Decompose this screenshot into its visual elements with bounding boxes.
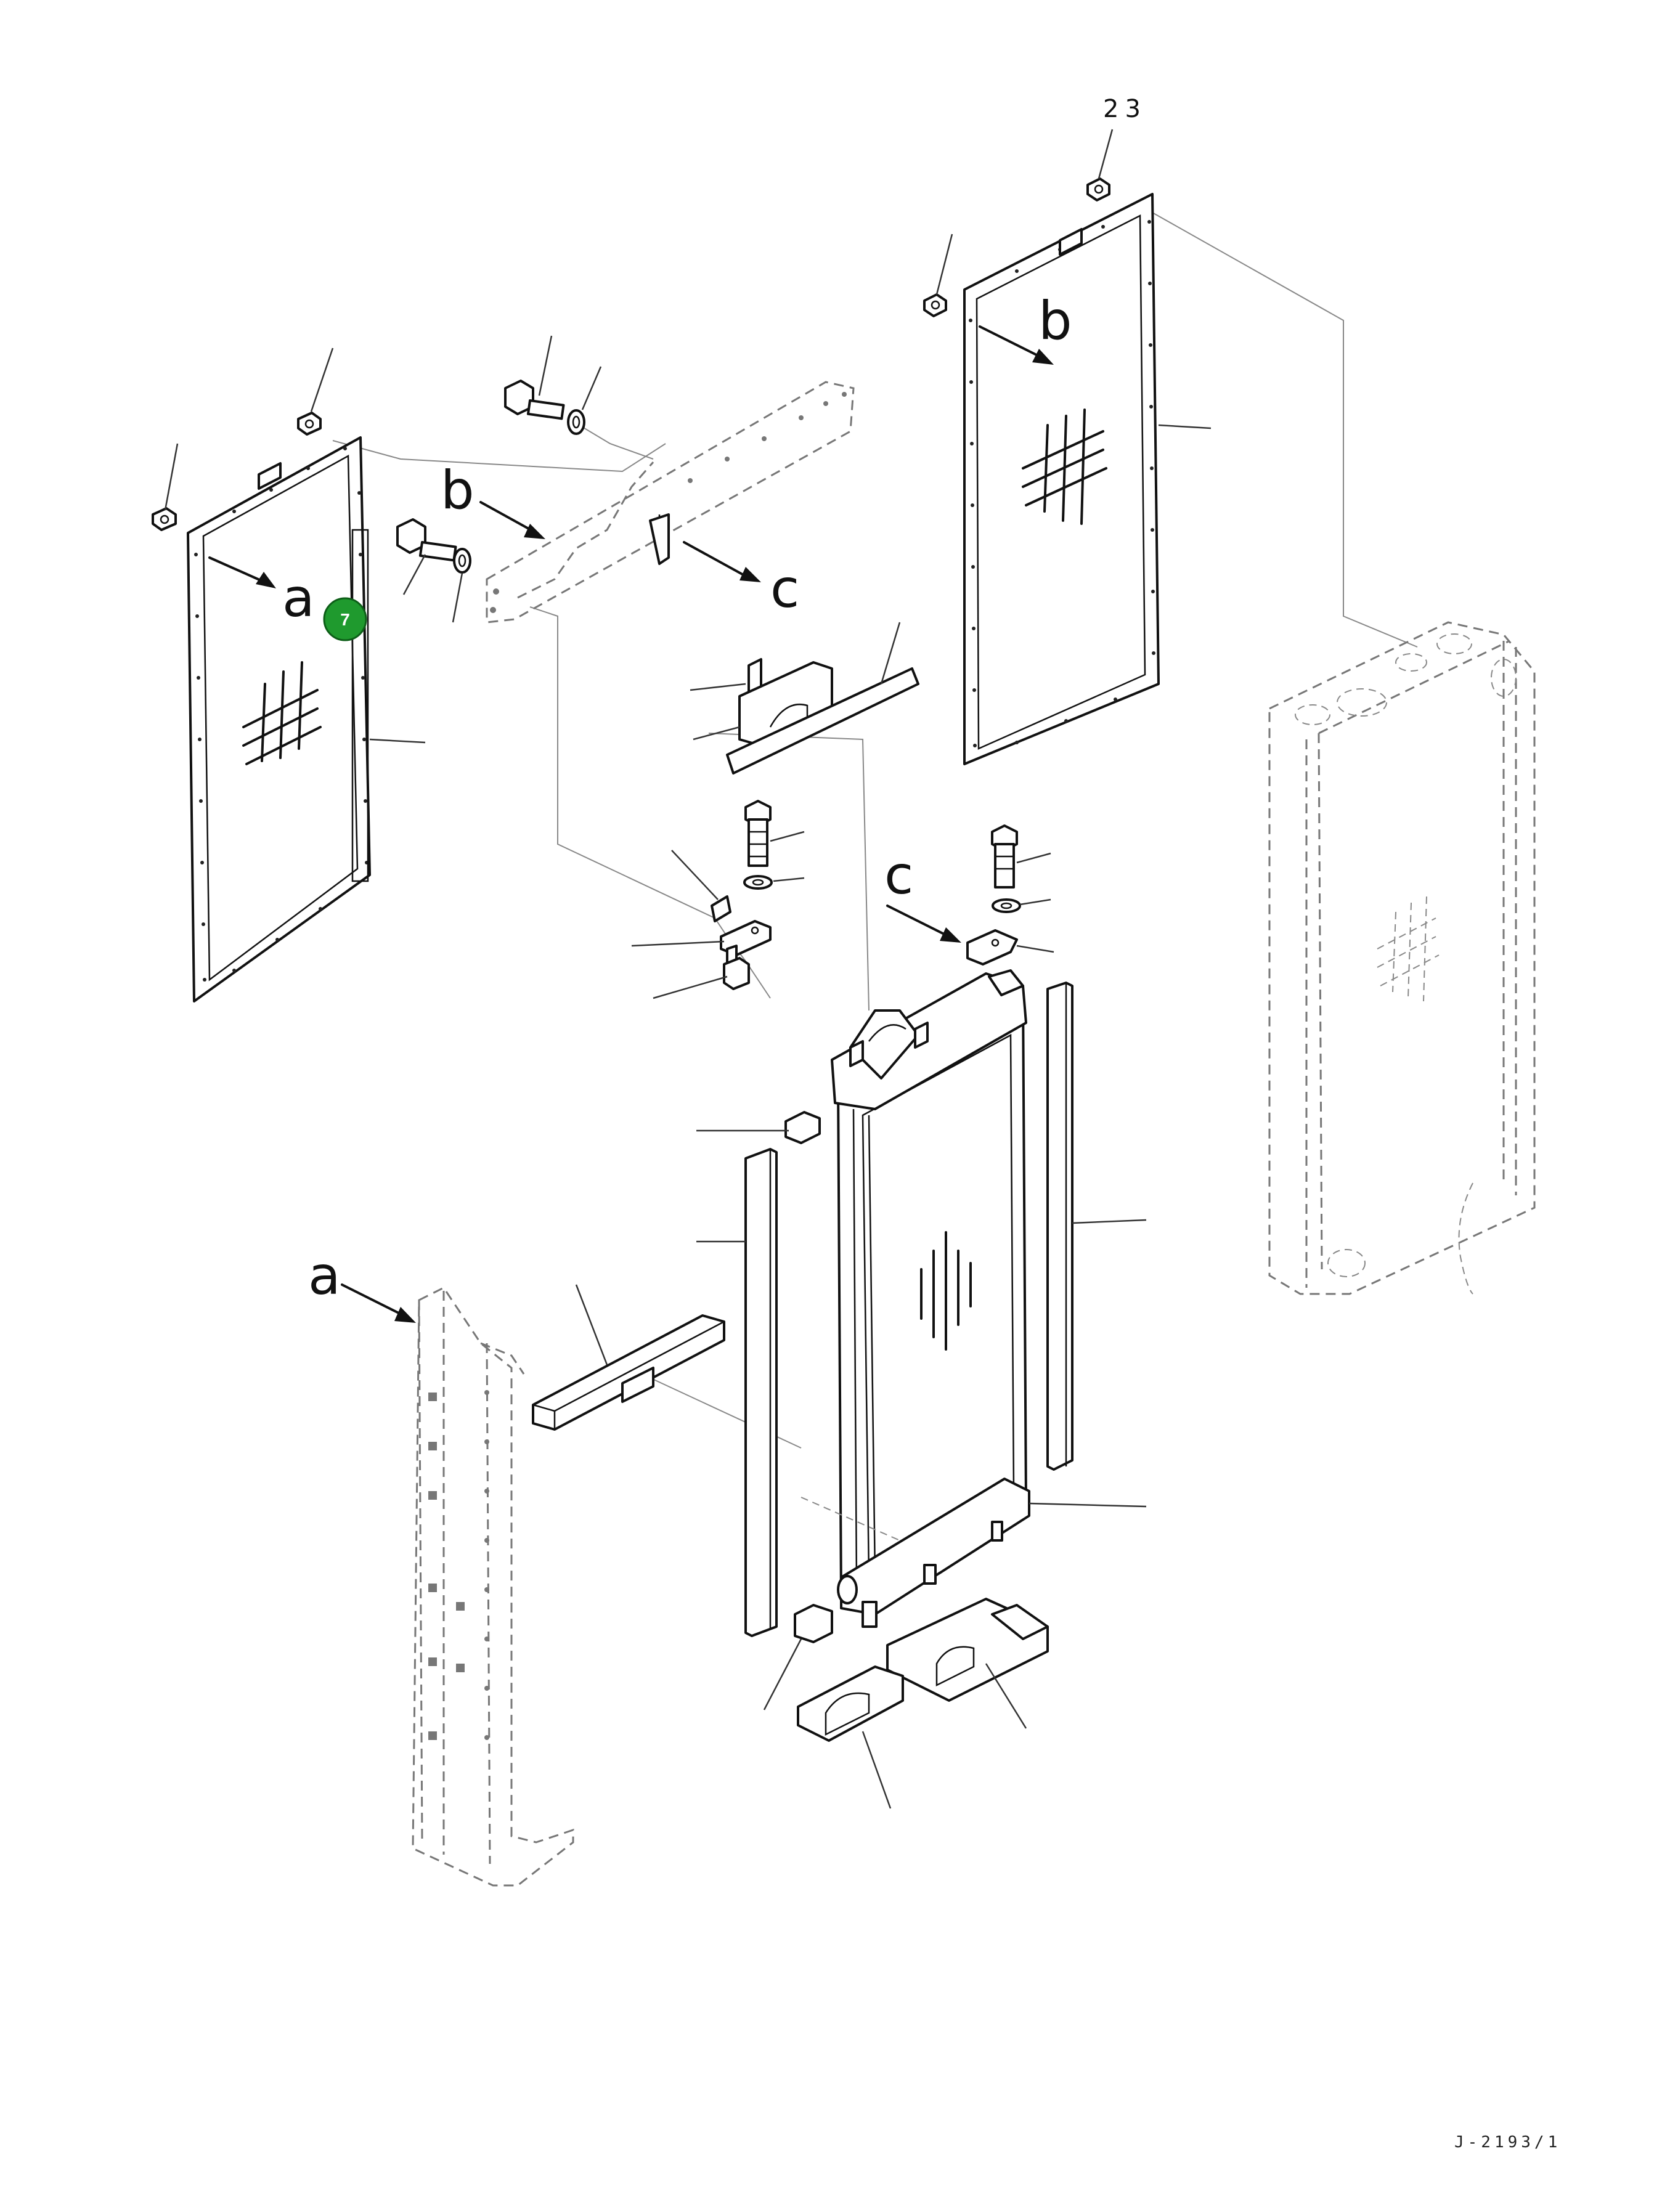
view-label-c-top: c	[770, 558, 799, 620]
highlight-badge[interactable]: 7	[323, 597, 367, 641]
right-screen-nuts: 23	[923, 95, 1147, 317]
right-screen-panel: b	[963, 193, 1212, 765]
callout-number: 23	[1103, 95, 1147, 123]
mount-hardware-right: c	[884, 824, 1054, 966]
view-label-b-right: b	[1038, 290, 1072, 352]
upper-clamp-block	[690, 622, 919, 775]
left-screen-panel: a	[187, 436, 426, 1002]
assembled-radiator-hidden	[1268, 621, 1536, 1295]
drawing-code: J-2193/1	[1454, 2133, 1561, 2152]
seal-strip-right	[1046, 982, 1147, 1471]
left-frame-hidden: a	[308, 1245, 574, 1887]
bottom-cradle-left	[797, 1665, 904, 1809]
small-seal-block-top	[696, 1111, 821, 1144]
mesh-symbol	[242, 661, 322, 765]
mount-hardware-left	[631, 800, 805, 999]
view-label-a-top: a	[282, 567, 315, 629]
view-label-a-bottom: a	[308, 1245, 341, 1307]
horizontal-seal-bar	[532, 1284, 725, 1431]
bottom-cradle-right	[886, 1598, 1049, 1729]
left-screen-nuts	[152, 348, 334, 531]
mesh-symbol-right	[1022, 409, 1107, 525]
view-label-c-mid: c	[884, 845, 913, 906]
seal-strip-left	[696, 1148, 778, 1637]
bracket-bolts	[396, 335, 602, 623]
top-bracket-hidden: c b	[441, 381, 855, 624]
view-label-b-top: b	[441, 460, 475, 521]
highlight-badge-number: 7	[340, 610, 350, 629]
bottom-small-block	[763, 1604, 833, 1710]
radiator-core	[800, 969, 1147, 1628]
